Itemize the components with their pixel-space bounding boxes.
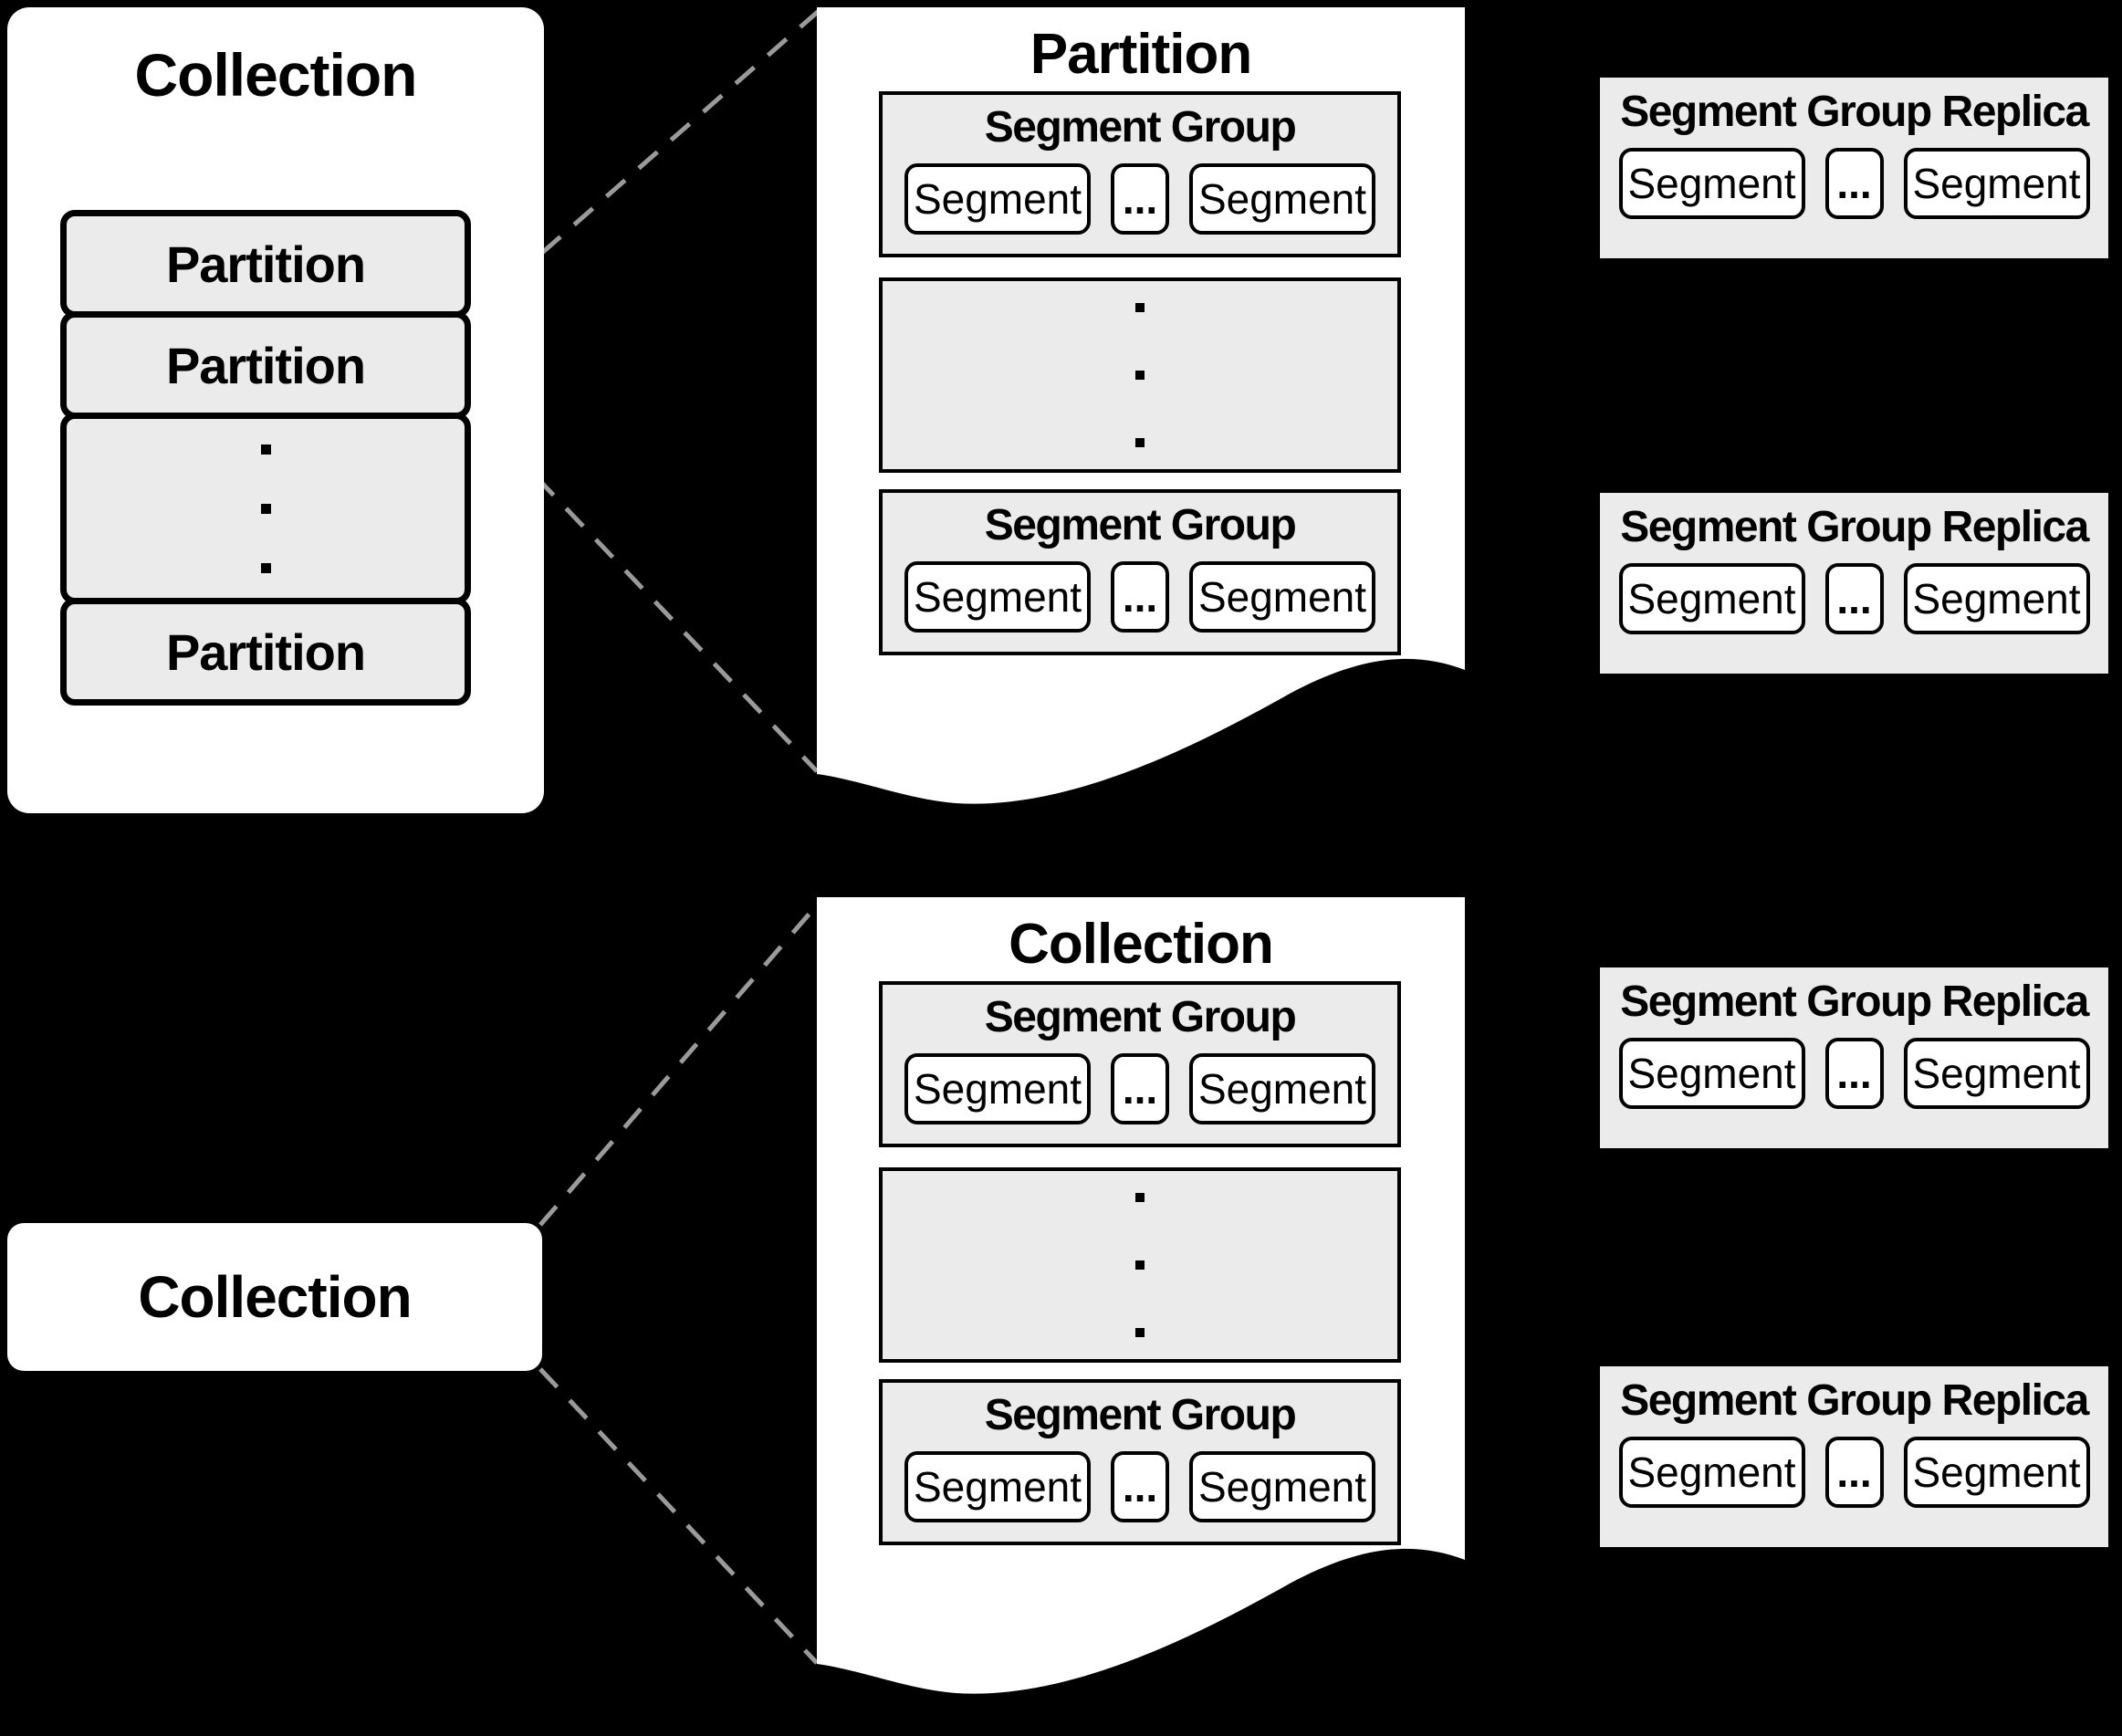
segment-label: Segment [1627,575,1796,622]
collection-detail-panel: Collection Segment Group Segment ... Seg… [817,897,1465,1700]
segment-label: Segment [1912,575,2081,622]
connector-bottom-upper [538,899,822,1227]
segment-label: Segment [1627,1448,1796,1496]
collection-label-box: Collection [7,1223,542,1371]
horizontal-ellipsis: ... [1122,175,1158,223]
segment-group-replica-box: Segment Group Replica Segment ... Segmen… [1600,967,2108,1148]
partition-row-3: Partition [60,598,471,706]
replica-title: Segment Group Replica [1620,1376,2089,1425]
segment-label: Segment [1912,1050,2081,1097]
segment-ellipsis-box: ... [1824,1437,1884,1508]
partition-row-1-label: Partition [165,235,366,293]
segment-group-title: Segment Group [984,501,1297,549]
segment-label: Segment [1627,1050,1796,1097]
segment-box: Segment [1189,163,1375,235]
segment-row: Segment ... Segment [1600,1038,2108,1109]
segment-box: Segment [1618,563,1805,634]
segment-box: Segment [1903,1038,2090,1109]
vertical-ellipsis-icon [883,1171,1397,1359]
segment-group-title: Segment Group [984,1391,1297,1439]
segment-label: Segment [1912,1448,2081,1496]
segment-row: Segment ... Segment [883,1451,1397,1522]
segment-group-title: Segment Group [984,103,1297,152]
replica-title: Segment Group Replica [1620,978,2089,1026]
segment-ellipsis-box: ... [1111,1451,1169,1522]
segment-label: Segment [1197,1463,1367,1511]
segment-ellipsis-box: ... [1824,563,1884,634]
segment-ellipsis-box: ... [1824,148,1884,219]
partition-row-2-label: Partition [165,336,366,394]
segment-box: Segment [1618,1437,1805,1508]
vertical-ellipsis-icon [883,281,1397,469]
horizontal-ellipsis: ... [1836,1050,1872,1097]
segment-ellipsis-box: ... [1111,1053,1169,1124]
segment-box: Segment [1189,561,1375,633]
partition-row-3-label: Partition [165,622,366,681]
collection-overview-panel: Collection Partition Partition Partition [7,7,544,813]
horizontal-ellipsis: ... [1122,1065,1158,1113]
collection-label-title: Collection [138,1264,412,1330]
segment-ellipsis-box: ... [1111,561,1169,633]
horizontal-ellipsis: ... [1122,573,1158,621]
segment-box: Segment [1189,1451,1375,1522]
segment-group-ellipsis-box [879,277,1401,473]
segment-label: Segment [913,175,1082,223]
horizontal-ellipsis: ... [1836,575,1872,622]
segment-group-replica-box: Segment Group Replica Segment ... Segmen… [1600,1366,2108,1547]
partition-ellipsis-box [60,413,471,604]
segment-group-box: Segment Group Segment ... Segment [879,981,1401,1147]
replica-title: Segment Group Replica [1620,503,2089,551]
segment-group-ellipsis-box [879,1167,1401,1363]
segment-group-box: Segment Group Segment ... Segment [879,489,1401,655]
connector-top-upper [476,9,821,311]
horizontal-ellipsis: ... [1836,1448,1872,1496]
segment-label: Segment [913,573,1082,621]
segment-row: Segment ... Segment [1600,563,2108,634]
segment-ellipsis-box: ... [1824,1038,1884,1109]
segment-label: Segment [913,1065,1082,1113]
segment-row: Segment ... Segment [1600,148,2108,219]
segment-group-replica-box: Segment Group Replica Segment ... Segmen… [1600,493,2108,674]
segment-group-replica-box: Segment Group Replica Segment ... Segmen… [1600,78,2108,258]
segment-label: Segment [1912,160,2081,207]
segment-box: Segment [1903,1437,2090,1508]
collection-overview-title: Collection [134,41,417,109]
segment-ellipsis-box: ... [1111,163,1169,235]
segment-row: Segment ... Segment [883,561,1397,633]
segment-box: Segment [904,1451,1091,1522]
segment-label: Segment [1197,573,1367,621]
replica-title: Segment Group Replica [1620,88,2089,136]
partition-row-2: Partition [60,311,471,419]
segment-row: Segment ... Segment [1600,1437,2108,1508]
segment-box: Segment [904,561,1091,633]
segment-group-box: Segment Group Segment ... Segment [879,1379,1401,1545]
partition-row-1: Partition [60,210,471,318]
segment-box: Segment [904,163,1091,235]
segment-group-title: Segment Group [984,993,1297,1041]
horizontal-ellipsis: ... [1122,1463,1158,1511]
connector-bottom-lower [538,1367,819,1665]
partition-detail-title: Partition [1030,23,1252,86]
segment-box: Segment [1618,1038,1805,1109]
collection-detail-title: Collection [1009,913,1274,976]
segment-row: Segment ... Segment [883,163,1397,235]
segment-box: Segment [1189,1053,1375,1124]
segment-box: Segment [904,1053,1091,1124]
vertical-ellipsis-icon [67,419,465,598]
segment-label: Segment [1197,175,1367,223]
segment-box: Segment [1903,148,2090,219]
segment-label: Segment [913,1463,1082,1511]
horizontal-ellipsis: ... [1836,160,1872,207]
segment-box: Segment [1903,563,2090,634]
segment-label: Segment [1627,160,1796,207]
segment-label: Segment [1197,1065,1367,1113]
segment-row: Segment ... Segment [883,1053,1397,1124]
segment-group-box: Segment Group Segment ... Segment [879,91,1401,257]
connector-top-lower [476,413,819,773]
partition-detail-panel: Partition Segment Group Segment ... Segm… [817,7,1465,810]
segment-box: Segment [1618,148,1805,219]
